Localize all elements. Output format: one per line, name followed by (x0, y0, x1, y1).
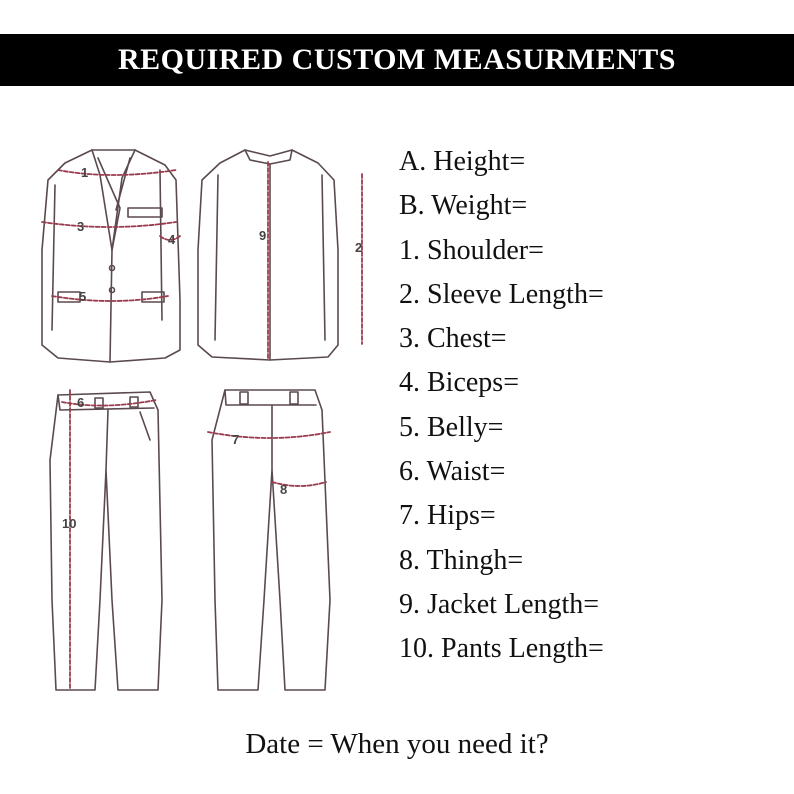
date-prompt: Date = When you need it? (245, 728, 549, 760)
label-hips: 7 (232, 432, 239, 447)
measurement-item-hips: 7. Hips= (399, 500, 496, 532)
chest-measure-line (41, 221, 177, 228)
biceps-measure-line (159, 235, 181, 241)
title-banner: REQUIRED CUSTOM MEASURMENTS (0, 34, 794, 86)
measurement-item-jacket-length: 9. Jacket Length= (399, 588, 600, 620)
pants-back-illustration (211, 389, 331, 691)
label-biceps: 4 (168, 232, 176, 247)
hips-measure-line (207, 431, 331, 439)
thigh-measure-line (271, 481, 327, 487)
measurement-item-sleeve-length: 2. Sleeve Length= (399, 278, 604, 310)
page-title: REQUIRED CUSTOM MEASURMENTS (117, 43, 676, 76)
label-jacket-length: 9 (259, 228, 266, 243)
measurement-item-belly: 5. Belly= (399, 411, 504, 443)
jacket-front-illustration (41, 149, 181, 363)
label-shoulder: 1 (81, 165, 88, 180)
label-belly: 5 (79, 289, 86, 304)
measurement-item-shoulder: 1. Shoulder= (399, 234, 544, 266)
shoulder-measure-line (57, 169, 177, 176)
measurement-item-thigh: 8. Thingh= (399, 544, 524, 576)
jacket-back-illustration (197, 149, 339, 361)
measurement-item-height: A. Height= (399, 146, 526, 177)
label-sleeve: 2 (355, 240, 362, 255)
suit-measurement-diagram: 1 3 4 5 9 2 6 7 8 10 (41, 149, 363, 691)
measurement-item-chest: 3. Chest= (399, 323, 507, 355)
measurement-item-biceps: 4. Biceps= (399, 367, 519, 399)
measurement-item-weight: B. Weight= (399, 190, 528, 222)
belly-measure-line (51, 295, 169, 302)
measurement-list: A. Height= B. Weight= 1. Shoulder= 2. Sl… (399, 140, 604, 672)
label-chest: 3 (77, 219, 84, 234)
measurement-item-waist: 6. Waist= (399, 456, 506, 488)
measurement-item-pants-length: 10. Pants Length= (399, 633, 604, 665)
label-waist: 6 (77, 395, 84, 410)
pants-front-illustration (49, 391, 163, 691)
label-thigh: 8 (280, 482, 287, 497)
label-pants-length: 10 (62, 516, 76, 531)
